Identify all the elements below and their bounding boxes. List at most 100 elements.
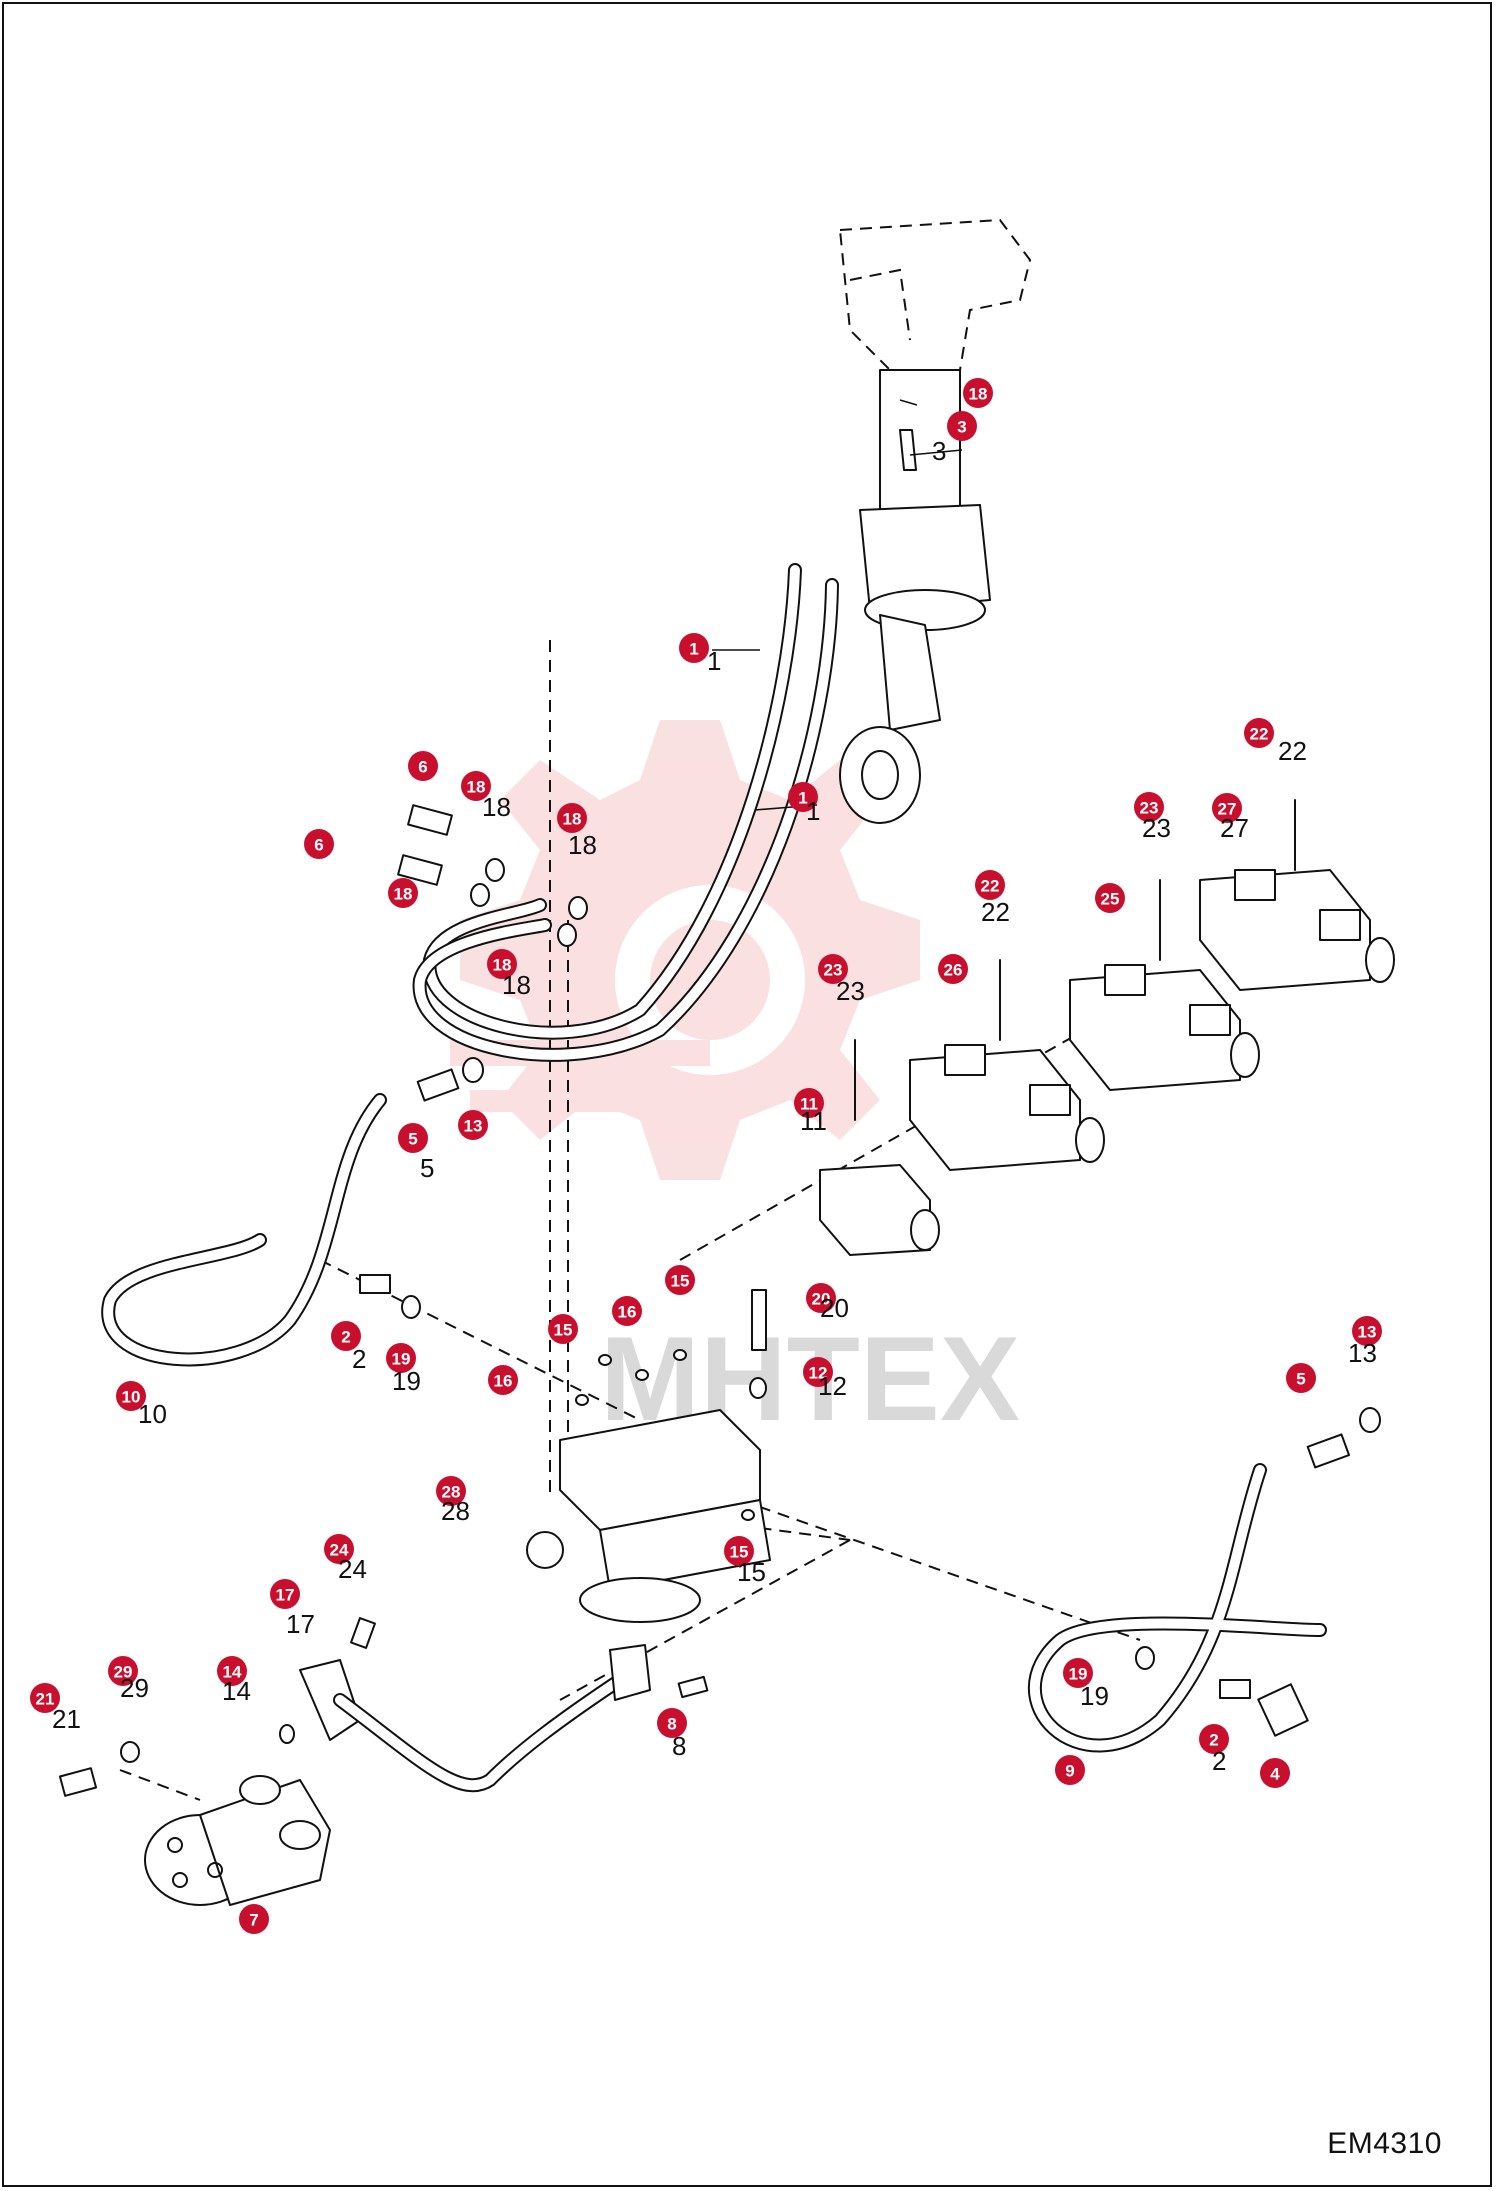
part-number-label-23: 23 [1142, 813, 1171, 843]
callout-badge-28: 28 [436, 1476, 466, 1506]
callout-badge-11: 11 [794, 1088, 824, 1118]
callout-number: 6 [314, 836, 323, 855]
callout-number: 17 [276, 1586, 295, 1605]
callout-number: 13 [464, 1117, 483, 1136]
callout-number: 22 [1250, 725, 1269, 744]
callout-badge-22: 22 [975, 870, 1005, 900]
callout-number: 7 [249, 1911, 258, 1930]
part-number-label-28: 28 [441, 1496, 470, 1526]
solenoid-valve-26 [909, 1044, 1105, 1171]
callout-badge-21: 21 [30, 1683, 60, 1713]
callout-number: 18 [467, 778, 486, 797]
part-number-label-2: 2 [352, 1344, 366, 1374]
part-number-label-23: 23 [836, 976, 865, 1006]
callout-badge-20: 20 [806, 1283, 836, 1313]
callout-number: 21 [36, 1690, 55, 1709]
callout-number: 13 [1358, 1323, 1377, 1342]
callout-number: 18 [493, 956, 512, 975]
part-number-label-19: 19 [1080, 1681, 1109, 1711]
screws-22-23 [854, 799, 1296, 1121]
callout-number: 1 [689, 640, 698, 659]
part-number-label-3: 3 [932, 436, 946, 466]
part-number-label-2: 2 [1212, 1746, 1226, 1776]
part-number-label-18: 18 [502, 970, 531, 1000]
callout-badge-6: 6 [304, 829, 334, 859]
callout-badge-4: 4 [1260, 1758, 1290, 1788]
bracket-tube-17 [299, 1644, 651, 1793]
callout-badge-15: 15 [548, 1314, 578, 1344]
part-number-label-13: 13 [1348, 1338, 1377, 1368]
callout-badge-2: 2 [331, 1321, 361, 1351]
hose-10 [101, 1093, 387, 1367]
callout-number: 5 [1296, 1370, 1305, 1389]
callout-number: 23 [824, 961, 843, 980]
solenoid-valve-25 [1069, 964, 1260, 1091]
part-number-label-18: 18 [568, 830, 597, 860]
callout-number: 18 [394, 885, 413, 904]
part-number-label-29: 29 [120, 1673, 149, 1703]
callout-badge-9: 9 [1055, 1755, 1085, 1785]
callout-number: 24 [330, 1541, 349, 1560]
part-number-label-5: 5 [420, 1153, 434, 1183]
callout-number: 19 [392, 1350, 411, 1369]
part-number-label-17: 17 [286, 1609, 315, 1639]
part-number-label-10: 10 [138, 1399, 167, 1429]
callout-badge-12: 12 [803, 1357, 833, 1387]
callout-badge-22: 22 [1244, 718, 1274, 748]
callout-badge-17: 17 [270, 1579, 300, 1609]
part-number-label-11: 11 [800, 1106, 827, 1136]
callout-badge-7: 7 [239, 1904, 269, 1934]
part-number-label-27: 27 [1220, 813, 1249, 843]
callout-number: 2 [1209, 1731, 1218, 1750]
callout-badge-18: 18 [388, 878, 418, 908]
callout-number: 14 [223, 1663, 242, 1682]
callout-number: 5 [408, 1130, 417, 1149]
hose-9 [1027, 1463, 1327, 1753]
callout-number: 16 [494, 1372, 513, 1391]
part-number-label-15: 15 [737, 1557, 766, 1587]
callout-badge-13: 13 [458, 1110, 488, 1140]
callout-number: 19 [1069, 1665, 1088, 1684]
callout-badge-16: 16 [488, 1365, 518, 1395]
callout-number: 10 [122, 1388, 141, 1407]
callout-badge-19: 19 [1063, 1658, 1093, 1688]
part-number-label-18: 18 [482, 792, 511, 822]
callout-number: 9 [1065, 1762, 1074, 1781]
diagram-code: EM4310 [1327, 2127, 1442, 2160]
callout-badge-5: 5 [398, 1123, 428, 1153]
part-number-label-20: 20 [820, 1293, 849, 1323]
callout-badge-5: 5 [1286, 1363, 1316, 1393]
hydraulic-cylinder [839, 218, 1032, 824]
part-number-label-1: 1 [806, 796, 820, 826]
alignment-lines [119, 640, 1141, 1801]
callout-badge-3: 3 [947, 411, 977, 441]
callout-number: 22 [981, 877, 1000, 896]
solenoid-valve-11 [819, 1164, 940, 1256]
callout-badge-8: 8 [657, 1708, 687, 1738]
callout-number: 26 [944, 961, 963, 980]
callout-badge-6: 6 [408, 751, 438, 781]
callout-badge-13: 13 [1352, 1316, 1382, 1346]
callout-badge-27: 27 [1212, 793, 1242, 823]
callout-number: 20 [812, 1290, 831, 1309]
valve-manifold-28 [526, 1409, 771, 1623]
callout-badge-10: 10 [116, 1381, 146, 1411]
part-number-label-22: 22 [981, 897, 1010, 927]
callout-badge-23: 23 [818, 954, 848, 984]
callout-number: 11 [800, 1095, 818, 1114]
callout-badge-15: 15 [724, 1536, 754, 1566]
callout-badge-2: 2 [1199, 1724, 1229, 1754]
callout-number: 23 [1140, 799, 1159, 818]
part-number-label-19: 19 [392, 1366, 421, 1396]
callout-badge-18: 18 [487, 949, 517, 979]
fittings-and-seals [58, 804, 1381, 1797]
callout-number: 8 [667, 1715, 676, 1734]
callout-badge-1: 1 [788, 782, 818, 812]
hose-1-pair [412, 563, 839, 1062]
part-number-label-12: 12 [818, 1371, 847, 1401]
callout-number: 15 [671, 1272, 690, 1291]
